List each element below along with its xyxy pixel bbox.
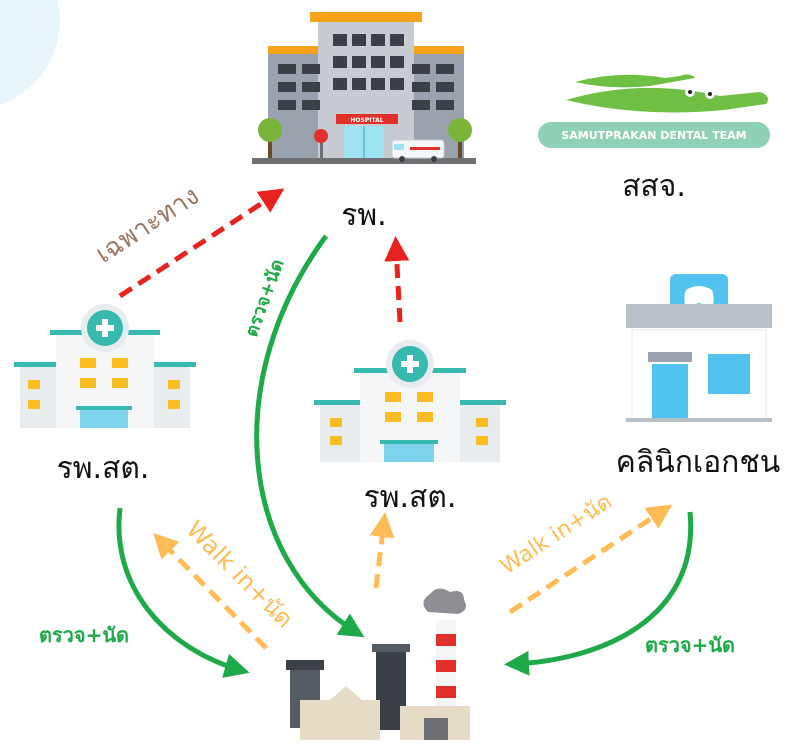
- arrow-clinic-to-factory: [504, 511, 694, 676]
- label-hospital-exam: ตรวจ+นัด: [241, 256, 288, 339]
- label-walkin-left: Walk in+นัด: [181, 515, 299, 633]
- factory-icon: [286, 588, 470, 740]
- arrow-middle-to-hospital: [384, 236, 410, 323]
- arrow-factory-to-left: [152, 532, 268, 650]
- clinic-label: คลินิกเอกชน: [616, 445, 780, 480]
- arrow-factory-to-middle: [369, 512, 395, 589]
- background-circle: [0, 0, 60, 105]
- health-center-left-label: รพ.สต.: [57, 451, 150, 486]
- dental-clinic-icon: [626, 274, 772, 422]
- hospital-sign: [336, 114, 398, 124]
- label-specialty: เฉพาะทาง: [91, 181, 205, 270]
- label-left-exam: ตรวจ+นัด: [39, 623, 129, 647]
- crocodile-logo-icon: [538, 74, 770, 148]
- hospital-sign-text: HOSPITAL: [350, 117, 383, 124]
- dental-team-logo-text: SAMUTPRAKAN DENTAL TEAM: [561, 129, 746, 142]
- label-clinic-exam: ตรวจ+นัด: [645, 633, 735, 657]
- arrow-specialty-to-hospital: [118, 188, 285, 299]
- dental-team-label: สสจ.: [622, 169, 686, 204]
- hospital-icon: [252, 12, 476, 164]
- arrow-left-to-factory: [116, 507, 250, 678]
- hospital-label: รพ.: [341, 198, 386, 233]
- arrow-hospital-to-factory: [254, 234, 365, 638]
- health-center-left-icon: [14, 304, 196, 428]
- label-walkin-clinic: Walk in+นัด: [496, 489, 617, 579]
- health-center-middle-label: รพ.สต.: [364, 480, 457, 515]
- arrow-factory-to-clinic: [508, 504, 673, 615]
- health-center-middle-icon: [314, 340, 506, 462]
